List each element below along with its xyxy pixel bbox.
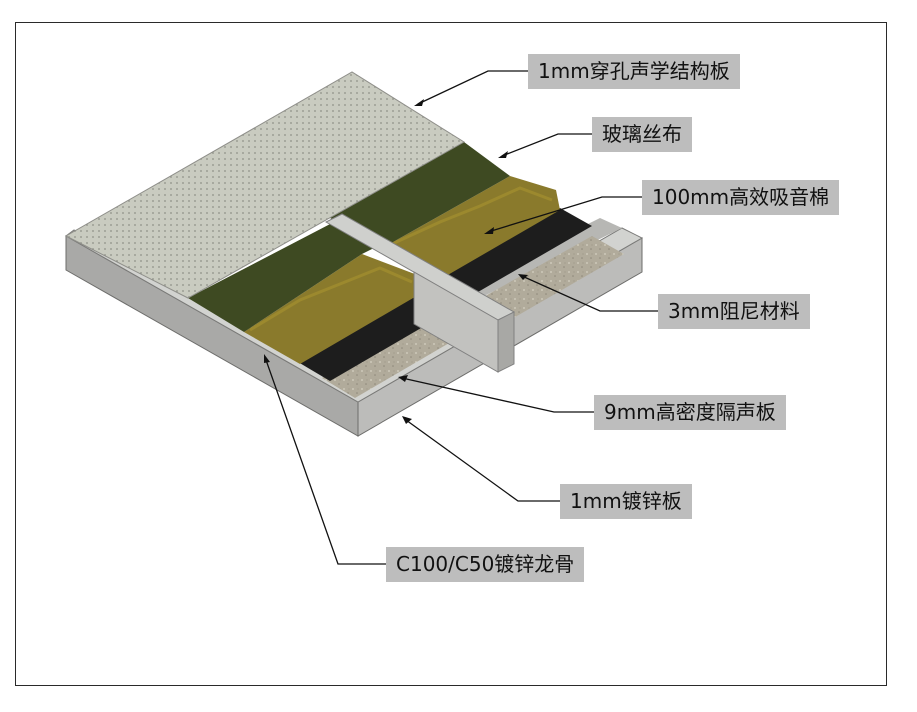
cotton-texture-2 xyxy=(391,186,553,246)
arrowhead-damping xyxy=(518,274,528,280)
cotton-texture xyxy=(249,266,413,332)
arrowhead-soundproof-board xyxy=(398,375,408,382)
arrowheads xyxy=(264,99,528,424)
label-sound-absorbing-cotton: 100mm高效吸音棉 xyxy=(642,180,840,215)
leader-glass-cloth xyxy=(501,133,592,157)
label-perforated-panel: 1mm穿孔声学结构板 xyxy=(528,54,740,89)
label-galvanized-keel: C100/C50镀锌龙骨 xyxy=(386,547,585,582)
label-damping-material: 3mm阻尼材料 xyxy=(658,294,810,329)
cotton-layer-front xyxy=(244,254,420,364)
glass-cloth-layer-front xyxy=(188,222,390,332)
arrowhead-glass-cloth xyxy=(498,151,508,158)
arrowhead-galvanized-keel xyxy=(264,354,270,363)
diagram-frame xyxy=(15,22,887,686)
soundproof-board-layer-back xyxy=(478,236,624,320)
label-soundproof-board: 9mm高密度隔声板 xyxy=(594,395,786,430)
keel-divider-face xyxy=(497,311,515,373)
arrowhead-cotton xyxy=(484,227,494,234)
leader-lines xyxy=(265,70,658,565)
arrowhead-galvanized-sheet xyxy=(402,416,412,424)
perforated-panel-layer xyxy=(64,71,465,299)
glass-cloth-layer-back xyxy=(330,142,510,246)
leader-galvanized-keel xyxy=(265,359,386,565)
leader-soundproof-board xyxy=(401,377,594,413)
label-glass-fiber-cloth: 玻璃丝布 xyxy=(592,117,692,152)
leader-damping xyxy=(521,275,658,312)
arrowhead-perforated-panel xyxy=(414,99,424,106)
leader-cotton xyxy=(487,196,642,233)
leader-galvanized-sheet xyxy=(405,419,560,502)
label-galvanized-sheet: 1mm镀锌板 xyxy=(560,484,692,519)
damping-layer-back xyxy=(444,208,592,292)
cotton-layer-back xyxy=(386,176,560,276)
leader-perforated-panel xyxy=(417,70,528,105)
